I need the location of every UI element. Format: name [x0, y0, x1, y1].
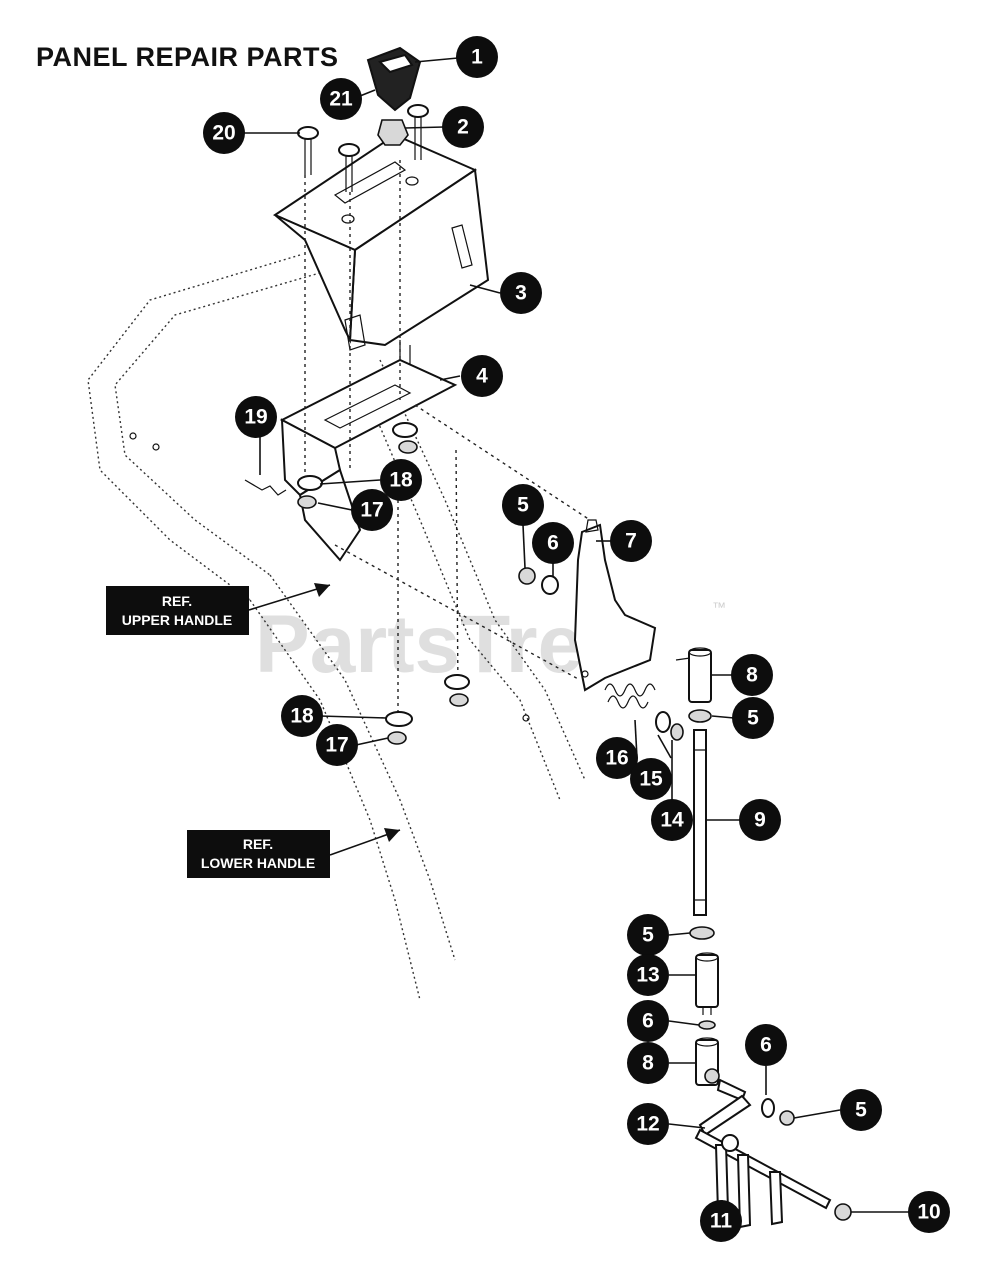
- svg-text:17: 17: [360, 499, 383, 522]
- callout-1: 1: [456, 36, 498, 78]
- diagram-title: PANEL REPAIR PARTS: [36, 42, 339, 72]
- callout-7: 7: [610, 520, 652, 562]
- svg-text:2: 2: [457, 116, 469, 139]
- svg-text:18: 18: [290, 705, 314, 728]
- callout-10: 10: [908, 1191, 950, 1233]
- callout-18: 18: [380, 459, 422, 501]
- callout-6: 6: [627, 1000, 669, 1042]
- callout-18: 18: [281, 695, 323, 737]
- lower-shaft: [695, 952, 720, 1086]
- svg-text:18: 18: [389, 469, 413, 492]
- callout-21: 21: [320, 78, 362, 120]
- callout-6: 6: [745, 1024, 787, 1066]
- callout-5: 5: [627, 914, 669, 956]
- upper-shaft: [688, 647, 715, 940]
- lever-plate: [573, 519, 691, 692]
- svg-text:6: 6: [642, 1010, 654, 1033]
- svg-text:7: 7: [625, 530, 637, 553]
- reference-lower-handle: REF. LOWER HANDLE: [187, 828, 401, 878]
- callout-2: 2: [442, 106, 484, 148]
- assembly-guide-lines: [304, 160, 591, 720]
- svg-text:5: 5: [642, 924, 654, 947]
- callout-14: 14: [651, 799, 693, 841]
- callout-19: 19: [235, 396, 277, 438]
- lever-nut-washer: [518, 567, 559, 595]
- svg-text:3: 3: [515, 282, 527, 305]
- spring-clip: [244, 479, 287, 496]
- svg-text:5: 5: [855, 1099, 867, 1122]
- bracket-hardware: [297, 422, 470, 745]
- callout-16: 16: [596, 737, 638, 779]
- svg-text:19: 19: [244, 406, 267, 429]
- switch-knob: [366, 46, 422, 146]
- svg-text:8: 8: [746, 664, 758, 687]
- watermark-trademark: ™: [712, 599, 726, 615]
- callout-20: 20: [203, 112, 245, 154]
- callout-5: 5: [732, 697, 774, 739]
- watermark-text: PartsTree: [255, 599, 629, 690]
- svg-text:4: 4: [476, 365, 488, 388]
- callout-12: 12: [627, 1103, 669, 1145]
- svg-text:8: 8: [642, 1052, 654, 1075]
- watermark: PartsTree ™: [255, 599, 726, 690]
- svg-text:9: 9: [754, 809, 766, 832]
- callout-9: 9: [739, 799, 781, 841]
- callout-4: 4: [461, 355, 503, 397]
- svg-text:20: 20: [212, 122, 235, 145]
- carriage-bolts: [297, 104, 429, 192]
- svg-text:17: 17: [325, 734, 348, 757]
- svg-text:5: 5: [517, 494, 529, 517]
- ref-upper-line1: REF.: [162, 593, 192, 609]
- lower-bracket: [279, 340, 458, 562]
- callout-3: 3: [500, 272, 542, 314]
- spring-assembly: [604, 683, 684, 741]
- callout-13: 13: [627, 954, 669, 996]
- svg-text:12: 12: [636, 1113, 659, 1136]
- ref-lower-line1: REF.: [243, 836, 273, 852]
- svg-text:16: 16: [605, 747, 628, 770]
- callout-11: 11: [700, 1200, 742, 1242]
- svg-text:11: 11: [710, 1210, 733, 1233]
- svg-text:21: 21: [329, 88, 353, 111]
- callout-8: 8: [627, 1042, 669, 1084]
- svg-text:13: 13: [636, 964, 659, 987]
- svg-text:10: 10: [917, 1201, 940, 1224]
- svg-text:5: 5: [747, 707, 759, 730]
- control-panel: [272, 133, 490, 351]
- callout-17: 17: [351, 489, 393, 531]
- svg-text:14: 14: [660, 809, 684, 832]
- callout-5: 5: [840, 1089, 882, 1131]
- ref-upper-line2: UPPER HANDLE: [122, 612, 232, 628]
- svg-text:6: 6: [547, 532, 559, 555]
- svg-text:15: 15: [639, 768, 663, 791]
- callout-6: 6: [532, 522, 574, 564]
- svg-text:6: 6: [760, 1034, 772, 1057]
- callout-17: 17: [316, 724, 358, 766]
- callout-8: 8: [731, 654, 773, 696]
- reference-upper-handle: REF. UPPER HANDLE: [106, 583, 331, 635]
- callout-15: 15: [630, 758, 672, 800]
- ref-lower-line2: LOWER HANDLE: [201, 855, 315, 871]
- callout-5: 5: [502, 484, 544, 526]
- svg-text:1: 1: [471, 46, 483, 69]
